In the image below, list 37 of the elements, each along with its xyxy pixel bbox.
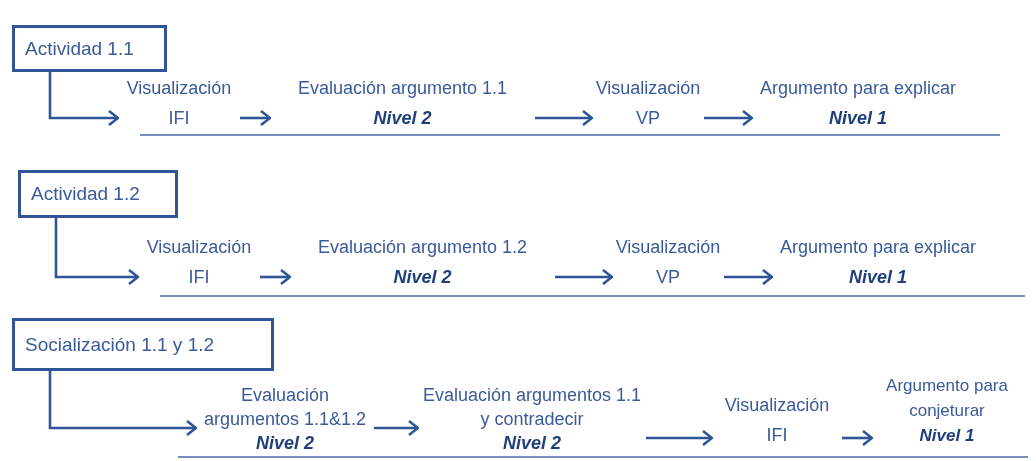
activity-box [12,25,167,72]
step-label: Visualización IFI [145,236,253,289]
activity-title: Socialización 1.1 y 1.2 [25,333,215,356]
level-label: Nivel 1 [919,425,975,447]
level-label: Nivel 1 [848,266,907,289]
step-label: Evaluación argumentos 1.1 y contradecir [421,384,643,431]
level-label: Nivel 2 [373,107,432,130]
arrow [240,109,272,127]
step-label: Evaluación argumento 1.1 [297,77,508,100]
step-label: Argumento para explicar [779,236,977,259]
step-label: Visualización IFI [723,394,831,447]
arrow [260,268,292,286]
level-label: Nivel 2 [393,266,452,289]
step-label: Visualización VP [594,77,702,130]
arrow [555,268,614,286]
step-label: Argumento para explicar [759,77,957,100]
arrow [842,429,874,447]
step-label: Visualización IFI [125,77,233,130]
step-label: Evaluación argumento 1.2 [317,236,528,259]
step-label: Visualización VP [614,236,722,289]
arrow [374,419,420,437]
arrow [535,109,594,127]
step-label: Evaluación argumentos 1.1&1.2 [202,384,368,431]
level-label: Nivel 2 [255,432,314,455]
arrow [646,429,714,447]
activity-box [18,170,178,218]
activity-title: Actividad 1.2 [31,183,140,205]
arrow [48,371,198,437]
level-label: Nivel 2 [502,432,561,455]
activity-box [12,318,274,371]
arrow [48,72,120,127]
arrow [724,268,774,286]
arrow [704,109,754,127]
level-label: Nivel 1 [828,107,887,130]
activity-title: Actividad 1.1 [25,37,134,60]
arrow [54,218,140,286]
step-label: Argumento para conjeturar [885,375,1009,422]
